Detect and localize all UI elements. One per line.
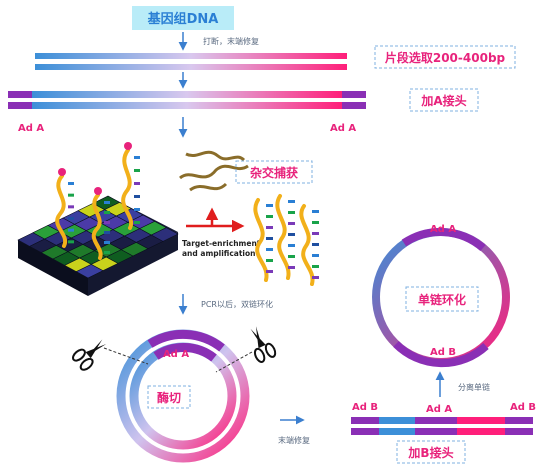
- hybrid-label-box: [235, 160, 313, 184]
- enrichment-arrow: [186, 207, 245, 233]
- scissors-icon: [72, 339, 107, 371]
- fragment-strand-bottom: [35, 64, 347, 70]
- probe-nub: [68, 240, 74, 244]
- fragment-nub: [266, 270, 273, 273]
- enriched-fragments: [253, 194, 315, 286]
- probe-nub: [104, 251, 110, 254]
- probe-nub: [68, 205, 74, 209]
- chip-probes: [55, 148, 134, 260]
- circle-label-box: [405, 286, 479, 312]
- probe-nub: [134, 208, 140, 211]
- probe-nub: [134, 156, 140, 159]
- double-strand-circle: [116, 329, 250, 463]
- ring-adapter-a: Ad A: [430, 224, 456, 235]
- probe-nub: [68, 217, 74, 220]
- fragment-nub: [288, 222, 295, 225]
- circle-label: 单链环化: [418, 292, 466, 307]
- separate-label: 分离单链: [458, 382, 490, 392]
- cut-line-left: [103, 347, 149, 365]
- fragment-nub: [288, 211, 295, 214]
- select-label: 片段选取200-400bp: [385, 50, 506, 65]
- cut-label: 酶切: [157, 390, 181, 405]
- title-text: 基因组DNA: [147, 11, 219, 27]
- enrich-text-1: Target-enrichment: [182, 239, 261, 248]
- chip-cell: [150, 227, 179, 242]
- probe-nub: [104, 211, 110, 214]
- fragment-nub: [288, 244, 295, 247]
- adapter-a-label-left: Ad A: [18, 123, 44, 134]
- probe-nub: [134, 221, 140, 224]
- strand-adapter-b-right: Ad B: [510, 402, 536, 413]
- fragment-nub: [312, 221, 319, 224]
- fragment-nub: [288, 233, 295, 236]
- fragment-label: 打断，末端修复: [203, 36, 259, 46]
- adapter-b-strand: [351, 417, 533, 435]
- scissors-icon: [250, 326, 277, 363]
- cut-line-right: [215, 351, 253, 373]
- fragment-nub: [288, 266, 295, 269]
- strand-adapter-b-left: Ad B: [352, 402, 378, 413]
- probe-nub: [104, 241, 110, 244]
- probe-nub: [68, 193, 74, 197]
- fragment-nub: [312, 276, 319, 279]
- pcr-label: PCR以后，双链环化: [201, 299, 273, 309]
- adapter-a-label-right: Ad A: [330, 123, 356, 134]
- fragment-nub: [266, 248, 273, 251]
- free-probes: [179, 150, 249, 192]
- add-a-label: 加A接头: [420, 93, 466, 108]
- probe-nub: [104, 231, 110, 234]
- probe-nub: [134, 195, 140, 198]
- fragment-nubs: [266, 200, 319, 279]
- fragment-nub: [288, 255, 295, 258]
- cut-label-box: [147, 385, 191, 409]
- fragment-nub: [312, 265, 319, 268]
- fragment-strand-top: [35, 53, 347, 59]
- fragment-nub: [266, 259, 273, 262]
- select-label-box: [374, 45, 516, 69]
- fragment-nub: [266, 204, 273, 207]
- repair-label: 末端修复: [278, 435, 310, 445]
- single-strand-circle: [372, 227, 510, 368]
- enrich-text-2: and amplification: [182, 249, 255, 258]
- fragment-nub: [266, 215, 273, 218]
- hybrid-label: 杂交捕获: [250, 165, 298, 180]
- probe-nub: [104, 201, 110, 204]
- fragment-nub: [266, 226, 273, 229]
- circle-adapter-a-label: Ad A: [163, 349, 189, 360]
- probe-caps: [58, 142, 140, 254]
- title-box: [132, 6, 234, 30]
- fragment-nub: [312, 210, 319, 213]
- add-b-label: 加B接头: [407, 445, 453, 460]
- fragment-nub: [288, 200, 295, 203]
- fragment-nub: [312, 243, 319, 246]
- strand-adapter-a: Ad A: [426, 404, 452, 415]
- fragment-nub: [312, 254, 319, 257]
- probe-nub: [68, 182, 74, 185]
- probe-nub: [134, 169, 140, 172]
- probe-nub: [68, 228, 74, 232]
- adapter-a-strand: [8, 91, 366, 109]
- probe-nub: [134, 182, 140, 185]
- ring-adapter-b: Ad B: [430, 347, 456, 358]
- fragment-nub: [266, 237, 273, 240]
- fragment-nub: [312, 232, 319, 235]
- probe-nub: [104, 221, 110, 224]
